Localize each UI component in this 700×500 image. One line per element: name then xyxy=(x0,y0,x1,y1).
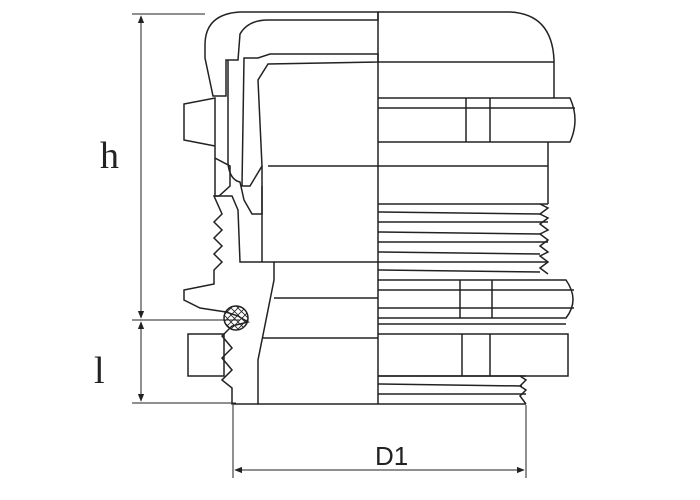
bottom-thread xyxy=(377,375,528,405)
diameter-label: D1 xyxy=(375,441,408,471)
dome-cap xyxy=(378,11,555,98)
lock-nut xyxy=(378,333,569,377)
dimension-l xyxy=(132,321,236,404)
height-label: h xyxy=(100,135,119,177)
dimension-h xyxy=(132,13,240,321)
body-hex xyxy=(378,279,574,319)
finger-cage xyxy=(227,60,263,215)
seal-insert xyxy=(241,53,379,187)
upper-hex-nut xyxy=(378,97,576,143)
dome-cap-section xyxy=(204,11,379,97)
o-ring xyxy=(223,305,249,331)
thread-length-label: l xyxy=(94,350,105,392)
exterior-view xyxy=(377,11,576,405)
upper-nut-section xyxy=(183,97,231,197)
thread-exterior xyxy=(377,203,550,275)
lower-nut-section xyxy=(187,333,225,377)
dimension-d1 xyxy=(232,405,527,478)
body-section xyxy=(183,195,275,405)
section-view xyxy=(183,11,379,405)
